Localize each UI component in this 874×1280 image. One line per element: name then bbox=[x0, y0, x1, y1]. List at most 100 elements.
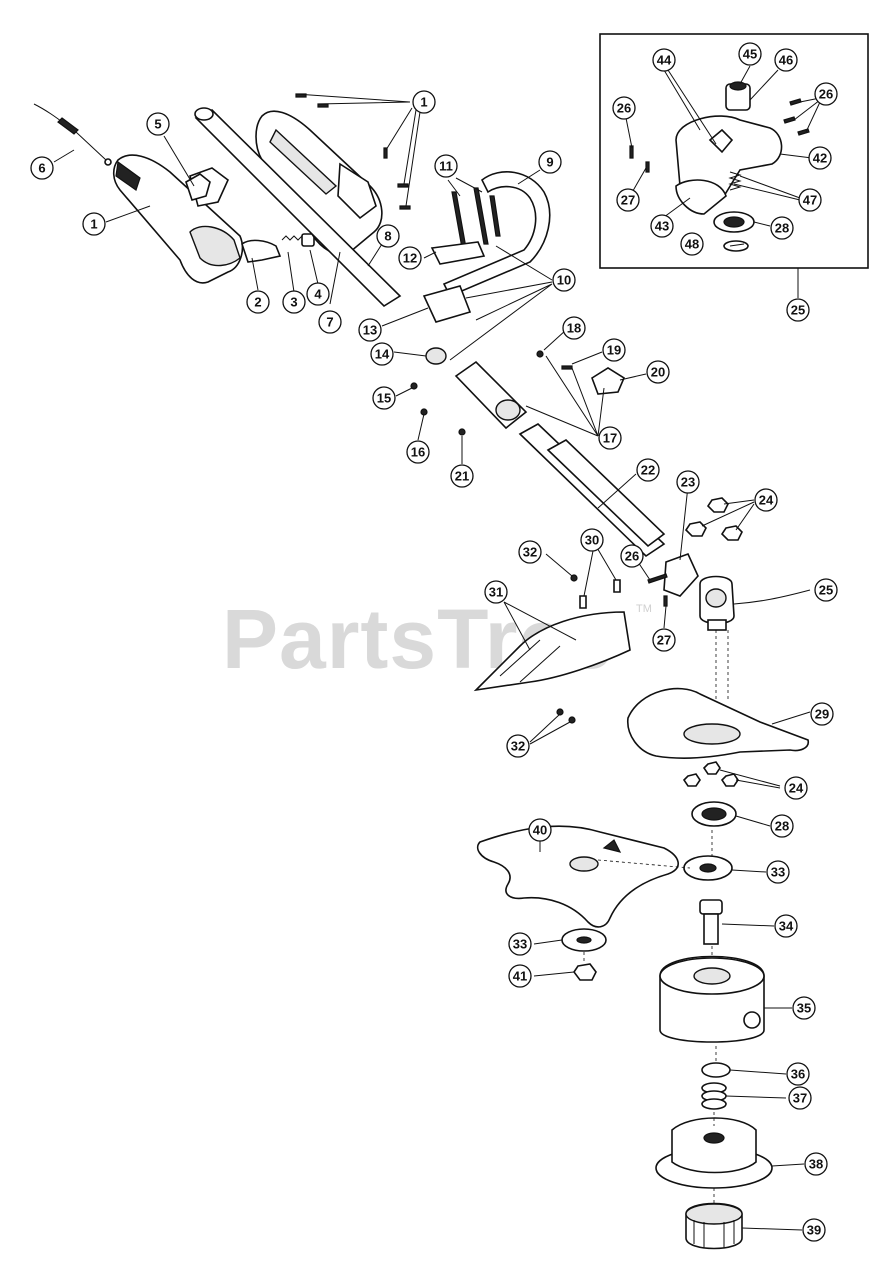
callout-24-bottom: 24 bbox=[784, 776, 808, 800]
callout-number: 39 bbox=[807, 1223, 821, 1238]
screw-32-bottom-b-drawing bbox=[568, 716, 576, 724]
callout-7: 7 bbox=[318, 310, 342, 334]
callout-1-handle-housing: 1 bbox=[82, 212, 106, 236]
callout-number: 46 bbox=[779, 53, 793, 68]
callout-number: 28 bbox=[775, 819, 789, 834]
inset-spring-47-drawing bbox=[728, 171, 742, 191]
callout-16: 16 bbox=[406, 440, 430, 464]
callout-number: 23 bbox=[681, 475, 695, 490]
callout-13: 13 bbox=[358, 318, 382, 342]
handle-spacer-drawing bbox=[422, 285, 472, 323]
callout-31: 31 bbox=[484, 580, 508, 604]
callout-41: 41 bbox=[508, 964, 532, 988]
callout-number: 21 bbox=[455, 469, 469, 484]
trimmer-head-housing-drawing bbox=[659, 955, 765, 1043]
callout-number: 42 bbox=[813, 151, 827, 166]
callout-number: 1 bbox=[90, 217, 97, 232]
callout-15: 15 bbox=[372, 386, 396, 410]
callout-number: 36 bbox=[791, 1067, 805, 1082]
screw-32-bottom-a-drawing bbox=[556, 708, 564, 716]
trigger-spring-drawing bbox=[281, 235, 303, 241]
callout-number: 32 bbox=[523, 545, 537, 560]
callout-number: 11 bbox=[439, 159, 453, 174]
callout-number: 2 bbox=[254, 295, 261, 310]
callout-number: 16 bbox=[411, 445, 425, 460]
callout-42: 42 bbox=[808, 146, 832, 170]
callout-number: 8 bbox=[384, 229, 391, 244]
guard-extension-drawing bbox=[473, 611, 631, 692]
callout-33-bottom: 33 bbox=[508, 932, 532, 956]
bump-knob-drawing bbox=[685, 1202, 743, 1250]
callout-36: 36 bbox=[786, 1062, 810, 1086]
callout-number: 26 bbox=[617, 101, 631, 116]
callout-17: 17 bbox=[598, 426, 622, 450]
handle-bolts-drawing bbox=[430, 187, 501, 265]
inset-bearing-28-drawing bbox=[713, 211, 755, 233]
callout-number: 4 bbox=[314, 287, 322, 302]
arbor-bolt-drawing bbox=[699, 899, 723, 945]
callout-number: 33 bbox=[513, 937, 527, 952]
callout-number: 40 bbox=[533, 823, 547, 838]
callout-22: 22 bbox=[636, 458, 660, 482]
callout-number: 48 bbox=[685, 237, 699, 252]
callout-32-top: 32 bbox=[518, 540, 542, 564]
callout-14: 14 bbox=[370, 342, 394, 366]
callout-number: 32 bbox=[511, 739, 525, 754]
stop-switch-drawing bbox=[301, 233, 315, 247]
callout-32-bottom: 32 bbox=[506, 734, 530, 758]
guard-drawing bbox=[627, 687, 810, 759]
callout-number: 12 bbox=[403, 251, 417, 266]
callout-46: 46 bbox=[774, 48, 798, 72]
nuts-24-bottom-drawing bbox=[682, 761, 739, 787]
callout-35: 35 bbox=[792, 996, 816, 1020]
callout-number: 31 bbox=[489, 585, 503, 600]
callout-number: 14 bbox=[375, 347, 390, 362]
callout-24-top: 24 bbox=[754, 488, 778, 512]
adapter-33-top-drawing bbox=[683, 855, 733, 881]
callout-9: 9 bbox=[538, 150, 562, 174]
inset-washer-48-drawing bbox=[723, 240, 749, 252]
callout-27-inset: 27 bbox=[616, 188, 640, 212]
adapter-33-bottom-drawing bbox=[561, 928, 607, 952]
callout-10: 10 bbox=[552, 268, 576, 292]
callout-number: 37 bbox=[793, 1091, 807, 1106]
inset-gearhead-drawing bbox=[675, 81, 783, 215]
callout-number: 3 bbox=[290, 295, 297, 310]
callout-6: 6 bbox=[30, 156, 54, 180]
callout-number: 18 bbox=[567, 321, 581, 336]
callout-5: 5 bbox=[146, 112, 170, 136]
callout-number: 44 bbox=[657, 53, 672, 68]
callout-34: 34 bbox=[774, 914, 798, 938]
parts-artwork bbox=[33, 81, 810, 1250]
callout-number: 26 bbox=[625, 549, 639, 564]
callout-8: 8 bbox=[376, 224, 400, 248]
callout-28-inset: 28 bbox=[770, 216, 794, 240]
gearhead-drawing bbox=[699, 575, 735, 631]
callout-43: 43 bbox=[650, 214, 674, 238]
nut-21-drawing bbox=[458, 428, 466, 436]
washer-36-drawing bbox=[701, 1062, 731, 1078]
callout-number: 43 bbox=[655, 219, 669, 234]
callout-number: 19 bbox=[607, 343, 621, 358]
nuts-24-top-drawing bbox=[684, 497, 743, 541]
callout-number: 24 bbox=[759, 493, 774, 508]
screw-26-drawing bbox=[647, 573, 668, 584]
callout-23: 23 bbox=[676, 470, 700, 494]
callout-number: 29 bbox=[815, 707, 829, 722]
callout-number: 47 bbox=[803, 193, 817, 208]
loop-handle-drawing bbox=[442, 171, 551, 298]
blade-drawing bbox=[476, 825, 679, 928]
knob-20-drawing bbox=[591, 367, 626, 395]
callout-3: 3 bbox=[282, 290, 306, 314]
callout-number: 25 bbox=[791, 303, 805, 318]
callout-33-top: 33 bbox=[766, 860, 790, 884]
handle-housing-left-drawing bbox=[112, 154, 244, 284]
leader-lines bbox=[53, 65, 821, 1231]
callout-25-gearhead: 25 bbox=[814, 578, 838, 602]
callout-27-middle: 27 bbox=[652, 628, 676, 652]
callout-29: 29 bbox=[810, 702, 834, 726]
callout-number: 38 bbox=[809, 1157, 823, 1172]
callout-number: 22 bbox=[641, 463, 655, 478]
callout-number: 33 bbox=[771, 865, 785, 880]
callout-number: 7 bbox=[326, 315, 333, 330]
